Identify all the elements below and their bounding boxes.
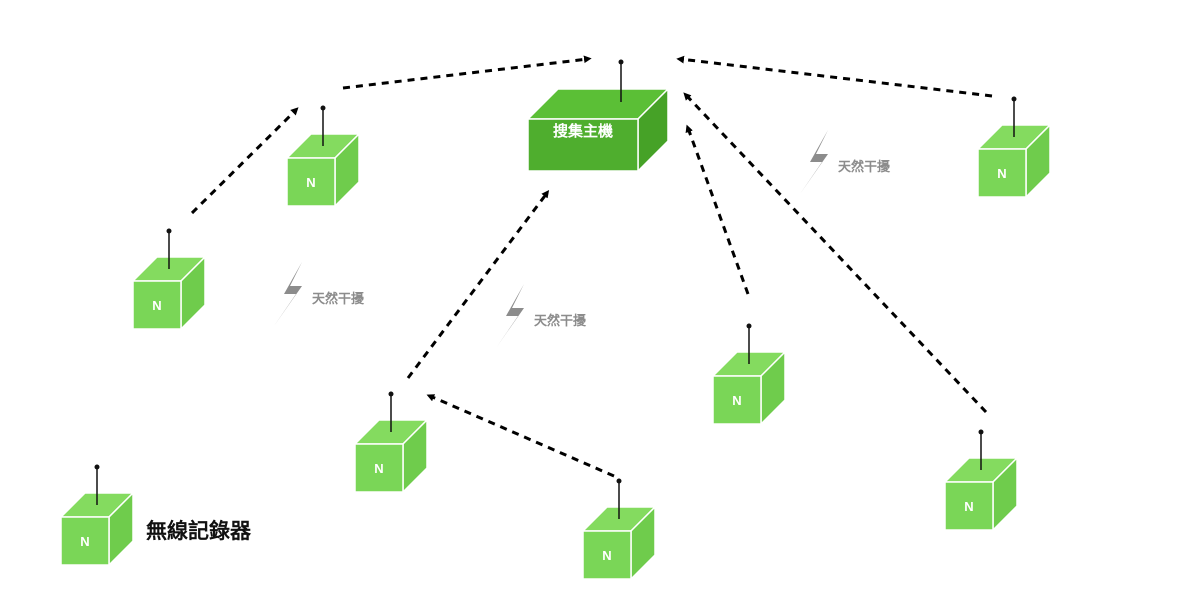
lightning-icon	[800, 130, 828, 194]
node-label: N	[374, 461, 383, 476]
node-label: N	[306, 175, 315, 190]
hub-label: 搜集主機	[553, 122, 613, 140]
wireless-logger-node[interactable]: N	[976, 96, 1052, 199]
cube-front-face	[286, 157, 336, 207]
cube-front-face	[132, 280, 182, 330]
natural-interference: 天然干擾	[800, 130, 891, 194]
legend-text: 無線記錄器	[146, 519, 252, 543]
signal-link-arrow	[676, 55, 993, 98]
antenna-tip	[616, 478, 622, 484]
cube-front-face	[527, 118, 639, 172]
natural-interference: 天然干擾	[274, 262, 365, 326]
node-label: N	[152, 298, 161, 313]
cube-front-face	[944, 481, 994, 531]
antenna-tip	[166, 228, 172, 234]
wireless-logger-node[interactable]: N	[711, 323, 787, 426]
hub[interactable]: 搜集主機	[526, 59, 670, 173]
antenna-tip	[320, 105, 326, 111]
antenna-tip	[388, 391, 394, 397]
cube-front-face	[712, 375, 762, 425]
signal-link-arrow	[342, 55, 592, 90]
wireless-logger-node[interactable]: N	[943, 429, 1019, 532]
signal-link-arrow	[685, 124, 750, 295]
wireless-logger-node[interactable]: N	[59, 464, 135, 567]
nodes-layer: N N N N N N N N	[59, 96, 1052, 581]
node-label: N	[997, 166, 1006, 181]
signal-link-arrow	[190, 107, 299, 215]
node-label: N	[732, 393, 741, 408]
legend: 無線記錄器	[146, 519, 252, 543]
wireless-logger-node[interactable]: N	[131, 228, 207, 331]
signal-link-arrow	[406, 189, 550, 379]
cube-front-face	[354, 443, 404, 493]
interference-label: 天然干擾	[838, 159, 891, 175]
cube-front-face	[582, 530, 632, 580]
wireless-logger-node[interactable]: N	[581, 478, 657, 581]
links-layer	[190, 55, 993, 478]
signal-link-arrow	[426, 394, 615, 478]
antenna-tip	[978, 429, 984, 435]
wireless-logger-node[interactable]: N	[285, 105, 361, 208]
node-label: N	[80, 534, 89, 549]
cube-front-face	[977, 148, 1027, 198]
node-label: N	[602, 548, 611, 563]
lightning-icon	[274, 262, 302, 326]
antenna-tip	[618, 59, 624, 65]
natural-interference: 天然干擾	[496, 284, 587, 348]
antenna-tip	[94, 464, 100, 470]
interference-label: 天然干擾	[312, 291, 365, 307]
antenna-tip	[1011, 96, 1017, 102]
wireless-logger-node[interactable]: N	[353, 391, 429, 494]
antenna-tip	[746, 323, 752, 329]
interference-label: 天然干擾	[534, 313, 587, 329]
cube-front-face	[60, 516, 110, 566]
lightning-icon	[496, 284, 524, 348]
node-label: N	[964, 499, 973, 514]
